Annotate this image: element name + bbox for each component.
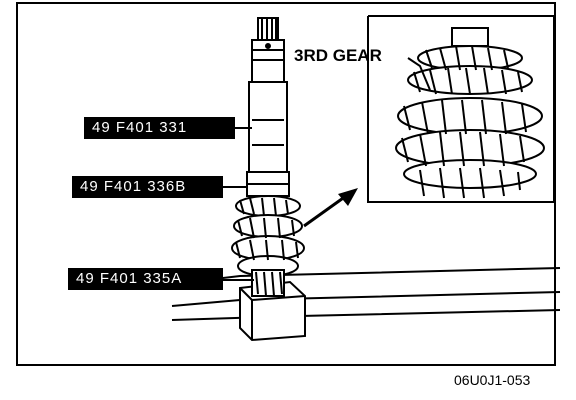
third-gear-callout: 3RD GEAR bbox=[294, 46, 382, 65]
tool-label-335a: 49 F401 335A bbox=[68, 268, 223, 290]
tool-label-336b: 49 F401 336B bbox=[72, 176, 223, 198]
detail-gear-teeth bbox=[401, 45, 527, 199]
detail-inset bbox=[367, 15, 555, 203]
workbench bbox=[171, 267, 561, 321]
leader-lines bbox=[222, 57, 431, 281]
figure-reference-code: 06U0J1-053 bbox=[454, 372, 531, 388]
detail-arrow bbox=[303, 188, 358, 228]
gear-stack bbox=[231, 195, 305, 297]
main-shaft bbox=[246, 17, 290, 197]
tool-label-331: 49 F401 331 bbox=[84, 117, 235, 139]
gear-teeth bbox=[235, 197, 299, 297]
